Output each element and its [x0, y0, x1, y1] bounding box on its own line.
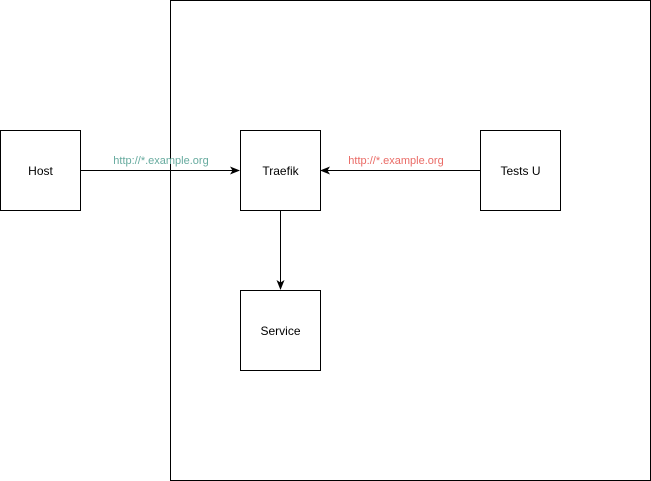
node-service[interactable]: Service [240, 290, 321, 371]
node-traefik[interactable]: Traefik [240, 130, 321, 211]
node-service-label: Service [260, 324, 300, 338]
node-host[interactable]: Host [0, 130, 81, 211]
node-tests-box [480, 130, 561, 211]
node-tests[interactable]: Tests U [480, 130, 561, 211]
node-host-label: Host [28, 164, 53, 178]
node-tests-label: Tests U [500, 164, 540, 178]
edge-label-tests-to-traefik: http://*.example.org [348, 155, 443, 167]
node-traefik-box [240, 130, 321, 211]
container-boundary [170, 0, 651, 481]
node-service-box [240, 290, 321, 371]
node-host-box [0, 130, 81, 211]
edge-label-host-to-traefik: http://*.example.org [113, 155, 208, 167]
node-traefik-label: Traefik [262, 164, 299, 178]
